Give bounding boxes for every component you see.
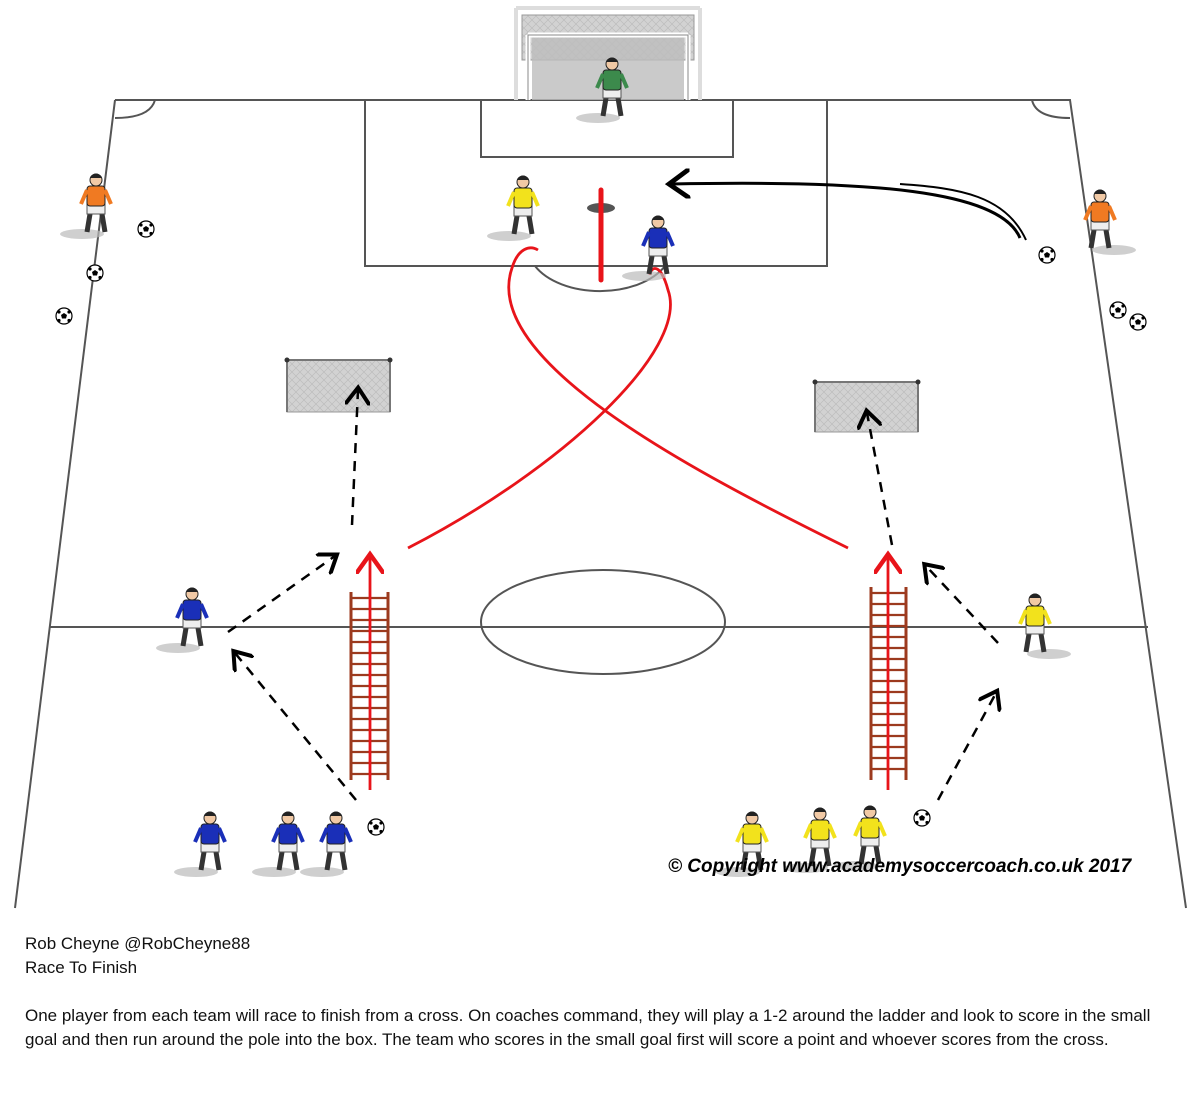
training-pitch-diagram [14,6,1187,909]
cross-arrow [672,183,1027,241]
copyright-notice: © Copyright www.academysoccercoach.co.uk… [668,856,1132,877]
yellow-wall-player-icon [1018,593,1071,659]
goalkeeper-icon [576,57,629,123]
yellow-attacker-icon [487,175,540,241]
pass-arrows [227,390,998,801]
blue-attacker-icon [622,215,675,281]
blue-wall-player-icon [156,587,209,653]
yellow-queue-player-3-icon [834,805,887,871]
blue-queue-player-3-icon [300,811,353,877]
blue-queue-player-2-icon [252,811,305,877]
pole-icon [587,187,615,283]
small-goal-left-icon [284,357,393,413]
small-goal-right-icon [812,379,921,433]
main-goal-icon [514,6,702,100]
drill-description: One player from each team will race to f… [25,1006,1151,1049]
player-icons [60,57,1136,877]
ball-icons [55,220,1147,836]
caption: Rob Cheyne @RobCheyne88 Race To Finish O… [25,932,1175,1052]
coach-right-icon [1083,189,1136,255]
yellow-queue-player-2-icon [784,807,837,873]
red-run-paths [370,246,888,790]
author-line: Rob Cheyne @RobCheyne88 [25,934,251,953]
blue-queue-player-1-icon [174,811,227,877]
drill-title: Race To Finish [25,958,138,977]
yellow-queue-player-1-icon [716,811,769,877]
coach-left-icon [60,173,113,239]
